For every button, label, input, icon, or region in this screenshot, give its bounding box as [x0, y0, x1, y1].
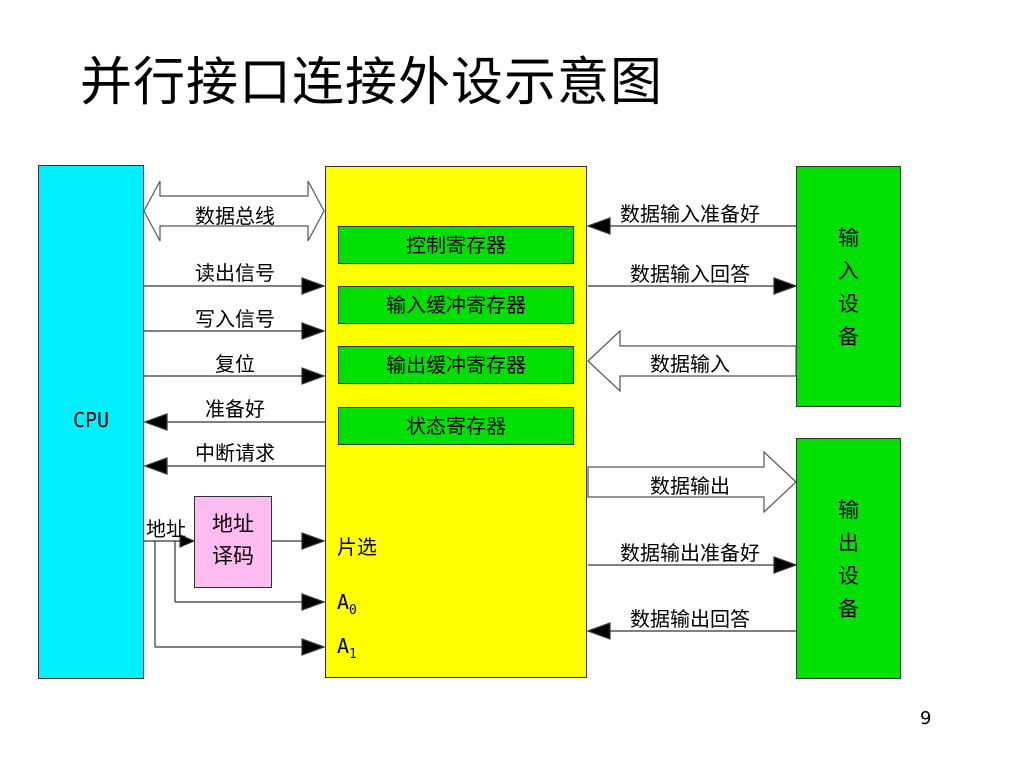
data-output-arrow — [587, 450, 797, 514]
address-label: 地址 — [146, 517, 186, 541]
a1-label: A1 — [337, 634, 357, 662]
ready-signal-label: 准备好 — [205, 397, 265, 421]
interrupt-signal-arrowhead — [143, 457, 168, 475]
output-buffer-register: 输出缓冲寄存器 — [338, 346, 574, 384]
cpu-label: CPU — [72, 408, 110, 432]
a1-arrowhead — [301, 638, 326, 656]
output-device-block — [796, 438, 901, 679]
status-register: 状态寄存器 — [338, 407, 574, 445]
in-ack-arrowhead — [773, 277, 798, 295]
data-bus-label: 数据总线 — [195, 204, 275, 228]
address-decoder-block — [194, 496, 272, 588]
output-device-label: 输 出 设 备 — [838, 498, 859, 621]
write-signal-arrowhead — [301, 322, 326, 340]
address-decoder-label: 地址 译码 — [212, 512, 254, 568]
input-ready-label: 数据输入准备好 — [620, 202, 760, 226]
input-ack-label: 数据输入回答 — [630, 262, 750, 286]
in-ready-arrowhead — [586, 217, 611, 235]
slide-title: 并行接口连接外设示意图 — [80, 53, 664, 113]
a0-arrowhead — [301, 593, 326, 611]
page-number: 9 — [920, 708, 932, 729]
data-input-label: 数据输入 — [650, 352, 730, 376]
out-ready-arrowhead — [773, 556, 798, 574]
output-ack-label: 数据输出回答 — [630, 607, 750, 631]
input-device-block — [796, 166, 901, 407]
a0-label: A0 — [337, 590, 357, 618]
write-signal-label: 写入信号 — [195, 307, 275, 331]
address-to-decoder-arrowhead — [179, 534, 196, 548]
chipselect-arrowhead — [301, 532, 326, 550]
data-input-arrow — [587, 329, 797, 393]
cpu-block — [38, 165, 144, 679]
interrupt-signal-label: 中断请求 — [195, 441, 275, 465]
reset-signal-label: 复位 — [215, 352, 255, 376]
read-signal-label: 读出信号 — [195, 261, 275, 285]
control-register: 控制寄存器 — [338, 226, 574, 264]
output-ready-label: 数据输出准备好 — [620, 541, 760, 565]
ready-signal-arrowhead — [143, 413, 168, 431]
read-signal-arrowhead — [301, 277, 326, 295]
out-ack-arrowhead — [586, 622, 611, 640]
chip-select-label: 片选 — [337, 535, 377, 559]
data-bus-arrow — [143, 180, 325, 242]
input-device-label: 输 入 设 备 — [838, 226, 859, 349]
data-output-label: 数据输出 — [650, 474, 730, 498]
reset-signal-arrowhead — [301, 367, 326, 385]
input-buffer-register: 输入缓冲寄存器 — [338, 286, 574, 324]
